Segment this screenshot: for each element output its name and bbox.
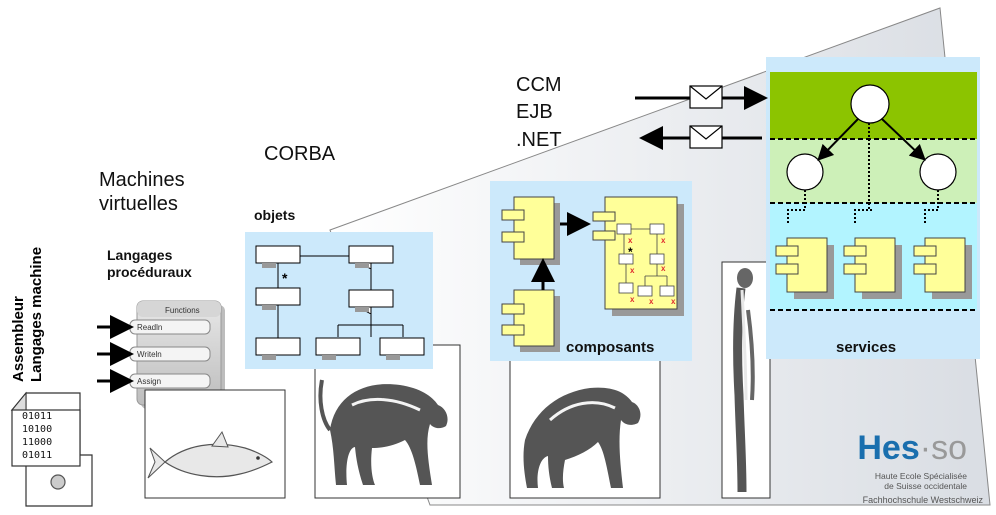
ape-icon [523, 387, 641, 488]
monkey-icon [318, 379, 448, 485]
binary-line: 10100 [22, 424, 53, 435]
label-assembleur: Assembleur [10, 296, 27, 382]
label-ccm: CCM [516, 74, 562, 96]
uml-multiplicity: * [282, 270, 288, 286]
disk-icon [50, 474, 66, 490]
label-line: Machines [99, 169, 185, 191]
svg-text:x: x [661, 264, 666, 273]
label-line: virtuelles [99, 193, 178, 215]
functions-panel: Functions Readln Writeln Assign [129, 300, 225, 409]
objets-panel: * [245, 232, 433, 369]
envelope-icon [689, 85, 723, 109]
svg-text:x: x [630, 266, 635, 275]
logo-line3: Fachhochschule Westschweiz [862, 495, 983, 505]
services-panel [766, 57, 980, 359]
svg-text:x: x [671, 297, 676, 306]
label-line: procéduraux [107, 264, 192, 280]
fn-item-writeln: Writeln [137, 350, 162, 359]
logo-brand-dot: · [919, 429, 932, 467]
hes-so-logo: Hes·SO Haute Ecole Spécialisée de Suisse… [822, 430, 987, 510]
svg-text:x: x [649, 297, 654, 306]
logo-brand-main: Hes [857, 429, 920, 467]
label-line: Langages [107, 247, 173, 263]
fn-item-assign: Assign [137, 377, 161, 386]
binary-line: 11000 [22, 437, 53, 448]
composite-multiplicity: * [628, 245, 633, 259]
svg-text:x: x [630, 295, 635, 304]
procedural-arrows [97, 315, 134, 393]
envelope-icon [689, 125, 723, 149]
svg-text:x: x [661, 236, 666, 245]
composants-panel: x x x x x x x * [490, 181, 692, 361]
label-net: .NET [516, 129, 562, 151]
binary-document [10, 391, 93, 507]
label-composants: composants [566, 339, 655, 356]
binary-line: 01011 [22, 411, 53, 422]
svg-text:x: x [628, 236, 633, 245]
logo-line2: de Suisse occidentale [884, 481, 967, 491]
logo-line1: Haute Ecole Spécialisée [874, 471, 967, 481]
label-machines-virtuelles: Machines virtuelles [99, 168, 185, 216]
functions-title: Functions [165, 306, 200, 315]
fish-icon [147, 430, 274, 479]
label-langages-proceduraux: Langages procéduraux [107, 247, 192, 281]
label-corba: CORBA [264, 143, 336, 165]
binary-code: 01011 10100 11000 01011 [22, 410, 52, 462]
message-arrows [635, 85, 768, 150]
label-ejb: EJB [516, 101, 553, 123]
logo-brand-suffix: SO [931, 429, 967, 467]
fn-item-readln: Readln [137, 323, 162, 332]
label-objets: objets [254, 207, 296, 223]
binary-line: 01011 [22, 450, 53, 461]
label-services: services [836, 339, 897, 356]
label-langages-machine: Langages machine [28, 246, 45, 382]
human-skeleton-icon [733, 268, 755, 493]
